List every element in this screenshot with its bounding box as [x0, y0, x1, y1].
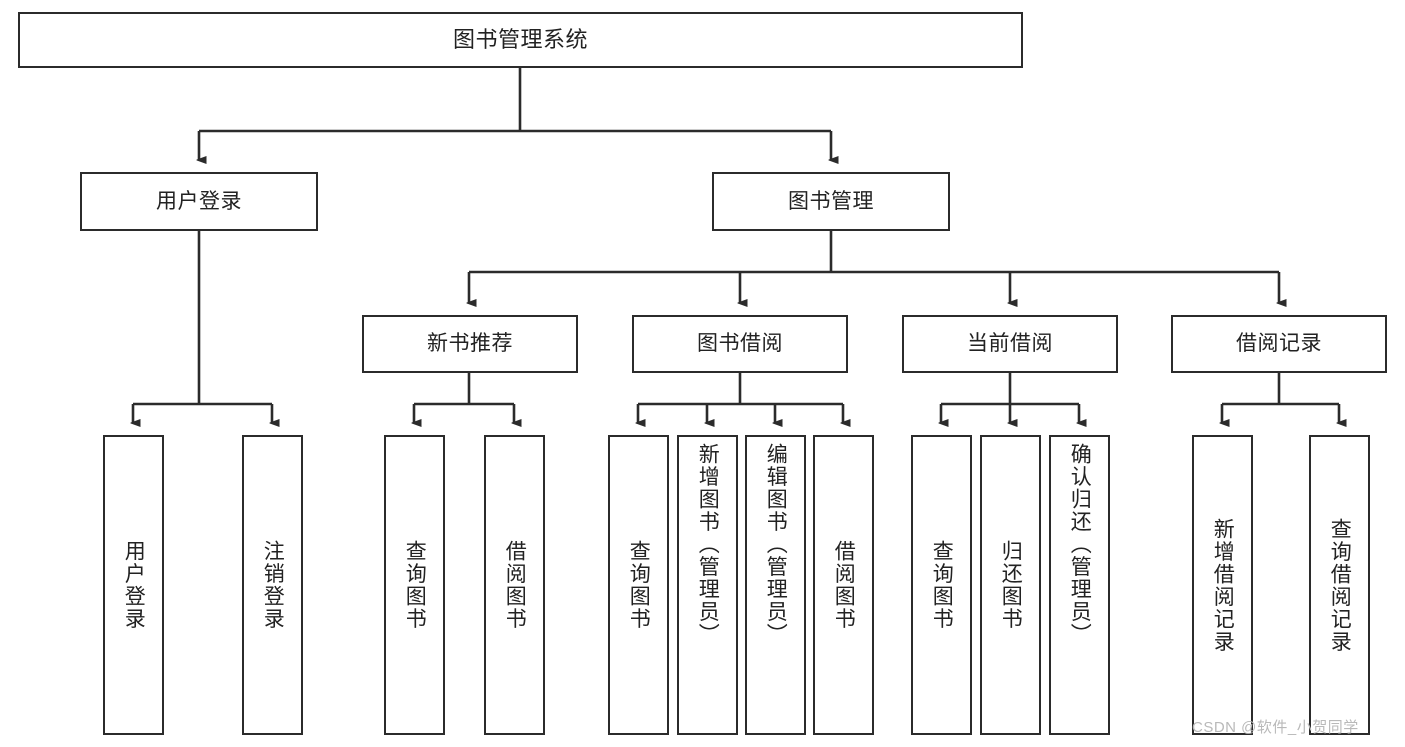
node-label: 新增借阅记录: [1211, 517, 1235, 653]
node-label: 归还图书: [999, 540, 1023, 630]
node-borrow-record[interactable]: 借阅记录: [1171, 315, 1387, 373]
node-label: 当前借阅: [967, 332, 1053, 356]
node-label: 查询图书: [930, 540, 954, 630]
node-root-book-management-system[interactable]: 图书管理系统: [18, 12, 1023, 68]
node-user-login[interactable]: 用户登录: [80, 172, 318, 231]
node-label: 查询借阅记录: [1328, 517, 1352, 653]
leaf-record-add-record[interactable]: 新增借阅记录: [1192, 435, 1253, 735]
leaf-borrow-edit-book-admin[interactable]: 编辑图书（管理员）: [745, 435, 806, 735]
node-label: 用户登录: [156, 189, 242, 213]
leaf-recommend-query-book[interactable]: 查询图书: [384, 435, 445, 735]
node-label: 注销登录: [261, 540, 285, 630]
node-current-borrow[interactable]: 当前借阅: [902, 315, 1118, 373]
leaf-user-login-login[interactable]: 用户登录: [103, 435, 164, 735]
node-label: 新增图书（管理员）: [696, 443, 720, 646]
node-label: 新书推荐: [427, 332, 513, 356]
node-book-management[interactable]: 图书管理: [712, 172, 950, 231]
leaf-current-return-book[interactable]: 归还图书: [980, 435, 1041, 735]
node-label: 图书借阅: [697, 332, 783, 356]
node-label: 确认归还（管理员）: [1068, 443, 1092, 646]
leaf-current-confirm-return-admin[interactable]: 确认归还（管理员）: [1049, 435, 1110, 735]
node-label: 用户登录: [122, 540, 146, 630]
node-label: 查询图书: [403, 540, 427, 630]
leaf-recommend-borrow-book[interactable]: 借阅图书: [484, 435, 545, 735]
leaf-user-login-logout[interactable]: 注销登录: [242, 435, 303, 735]
node-label: 图书管理系统: [452, 26, 588, 52]
node-label: 查询图书: [627, 540, 651, 630]
leaf-borrow-borrow-book[interactable]: 借阅图书: [813, 435, 874, 735]
leaf-borrow-add-book-admin[interactable]: 新增图书（管理员）: [677, 435, 738, 735]
leaf-current-query-book[interactable]: 查询图书: [911, 435, 972, 735]
watermark-text: CSDN @软件_小贺同学: [1192, 719, 1359, 736]
node-label: 借阅图书: [503, 540, 527, 630]
leaf-record-query-record[interactable]: 查询借阅记录: [1309, 435, 1370, 735]
node-label: 图书管理: [788, 189, 874, 213]
node-label: 借阅图书: [832, 540, 856, 630]
node-label: 借阅记录: [1236, 332, 1322, 356]
leaf-borrow-query-book[interactable]: 查询图书: [608, 435, 669, 735]
node-new-book-recommend[interactable]: 新书推荐: [362, 315, 578, 373]
node-book-borrow[interactable]: 图书借阅: [632, 315, 848, 373]
node-label: 编辑图书（管理员）: [764, 443, 788, 646]
